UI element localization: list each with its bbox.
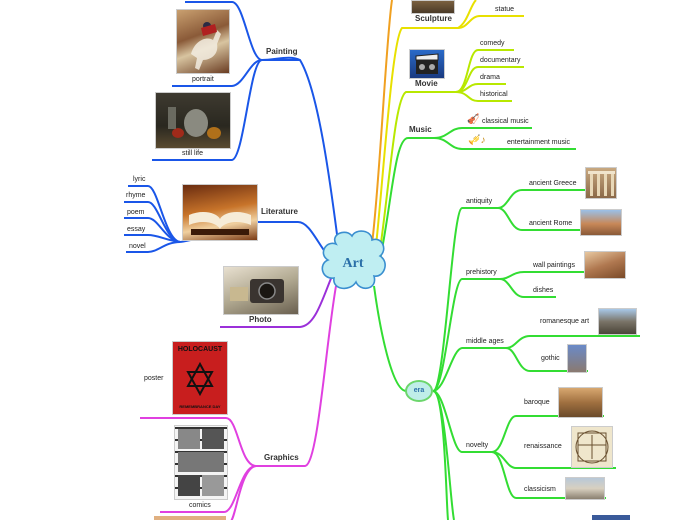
ancient-rome-label[interactable]: ancient Rome xyxy=(529,220,573,227)
antiquity-label[interactable]: antiquity xyxy=(466,198,493,205)
comedy-label[interactable]: comedy xyxy=(480,40,505,47)
still-life-label[interactable]: still life xyxy=(182,150,204,157)
middle-ages-label[interactable]: middle ages xyxy=(466,338,504,345)
trumpet-icon: 🎺♪ xyxy=(468,135,486,146)
era-extra-picture xyxy=(592,515,630,520)
violin-icon: 🎻 xyxy=(467,114,480,125)
era-branch xyxy=(373,189,640,520)
dishes-label[interactable]: dishes xyxy=(533,287,554,294)
renaissance-label[interactable]: renaissance xyxy=(524,443,562,450)
center-label: Art xyxy=(342,256,364,271)
literature-picture xyxy=(182,184,258,241)
movie-label[interactable]: Movie xyxy=(415,79,438,88)
music-branch xyxy=(379,127,576,261)
comics-label[interactable]: comics xyxy=(189,502,211,509)
gothic-picture xyxy=(567,344,587,373)
music-label[interactable]: Music xyxy=(409,125,432,134)
era-label: era xyxy=(413,387,425,394)
painting-label[interactable]: Painting xyxy=(266,47,298,56)
classicism-picture xyxy=(565,477,605,500)
essay-label[interactable]: essay xyxy=(127,226,146,233)
poem-label[interactable]: poem xyxy=(127,209,145,216)
columns-icon xyxy=(588,171,615,196)
photo-branch xyxy=(220,275,333,328)
star-of-david-icon xyxy=(186,361,214,397)
documentary-label[interactable]: documentary xyxy=(480,57,521,64)
literature-label[interactable]: Literature xyxy=(261,207,298,216)
wall-paintings-picture xyxy=(584,251,626,279)
graphics-label[interactable]: Graphics xyxy=(264,453,299,462)
romanesque-art-label[interactable]: romanesque art xyxy=(540,318,590,325)
movie-picture xyxy=(409,49,445,79)
poster-subtitle-text: REMEMBRANCE DAY xyxy=(179,404,221,409)
wall-paintings-label[interactable]: wall paintings xyxy=(533,262,576,269)
romanesque-art-picture xyxy=(598,308,637,335)
photo-label[interactable]: Photo xyxy=(249,315,272,324)
baroque-picture xyxy=(558,387,603,418)
comics-picture xyxy=(174,425,228,500)
portrait-picture xyxy=(176,9,230,74)
classical-music-label[interactable]: classical music xyxy=(482,118,529,125)
portrait-label[interactable]: portrait xyxy=(192,76,214,83)
comic-panels-icon xyxy=(178,429,224,496)
poster-title-text: HOLOCAUST xyxy=(177,346,223,353)
ancient-rome-picture xyxy=(580,209,622,236)
lyric-label[interactable]: lyric xyxy=(133,176,146,183)
sculpture-label[interactable]: Sculpture xyxy=(415,14,452,23)
novel-label[interactable]: novel xyxy=(129,243,146,250)
poster-picture: HOLOCAUST REMEMBRANCE DAY xyxy=(172,341,228,415)
ancient-greece-label[interactable]: ancient Greece xyxy=(529,180,577,187)
sculpture-picture xyxy=(411,0,455,14)
historical-label[interactable]: historical xyxy=(480,91,508,98)
baroque-label[interactable]: baroque xyxy=(524,399,550,406)
renaissance-picture xyxy=(571,426,613,468)
poster-label[interactable]: poster xyxy=(144,375,164,382)
graphics-branch xyxy=(140,285,337,520)
horse-rider-icon xyxy=(191,22,221,70)
rhyme-label[interactable]: rhyme xyxy=(126,192,146,199)
center-node[interactable] xyxy=(321,230,386,290)
ancient-greece-picture xyxy=(585,167,617,199)
gothic-label[interactable]: gothic xyxy=(541,355,560,362)
drama-label[interactable]: drama xyxy=(480,74,500,81)
era-node[interactable] xyxy=(405,380,433,402)
teapot-icon xyxy=(168,107,221,139)
prehistory-label[interactable]: prehistory xyxy=(466,269,497,276)
entertainment-music-label[interactable]: entertainment music xyxy=(507,139,571,146)
movie-branch xyxy=(379,49,524,251)
vitruvian-man-icon xyxy=(575,430,609,464)
camera-icon xyxy=(230,279,284,303)
sculpture-branch xyxy=(371,0,524,247)
novelty-label[interactable]: novelty xyxy=(466,442,489,449)
statue-label[interactable]: statue xyxy=(495,6,515,13)
classicism-label[interactable]: classicism xyxy=(524,486,556,493)
still-life-picture xyxy=(155,92,231,149)
books-icon xyxy=(189,212,251,235)
painting-branch xyxy=(152,1,339,243)
graphics-extra-picture xyxy=(154,516,226,520)
photo-picture xyxy=(223,266,299,315)
film-clapper-icon xyxy=(415,53,439,74)
